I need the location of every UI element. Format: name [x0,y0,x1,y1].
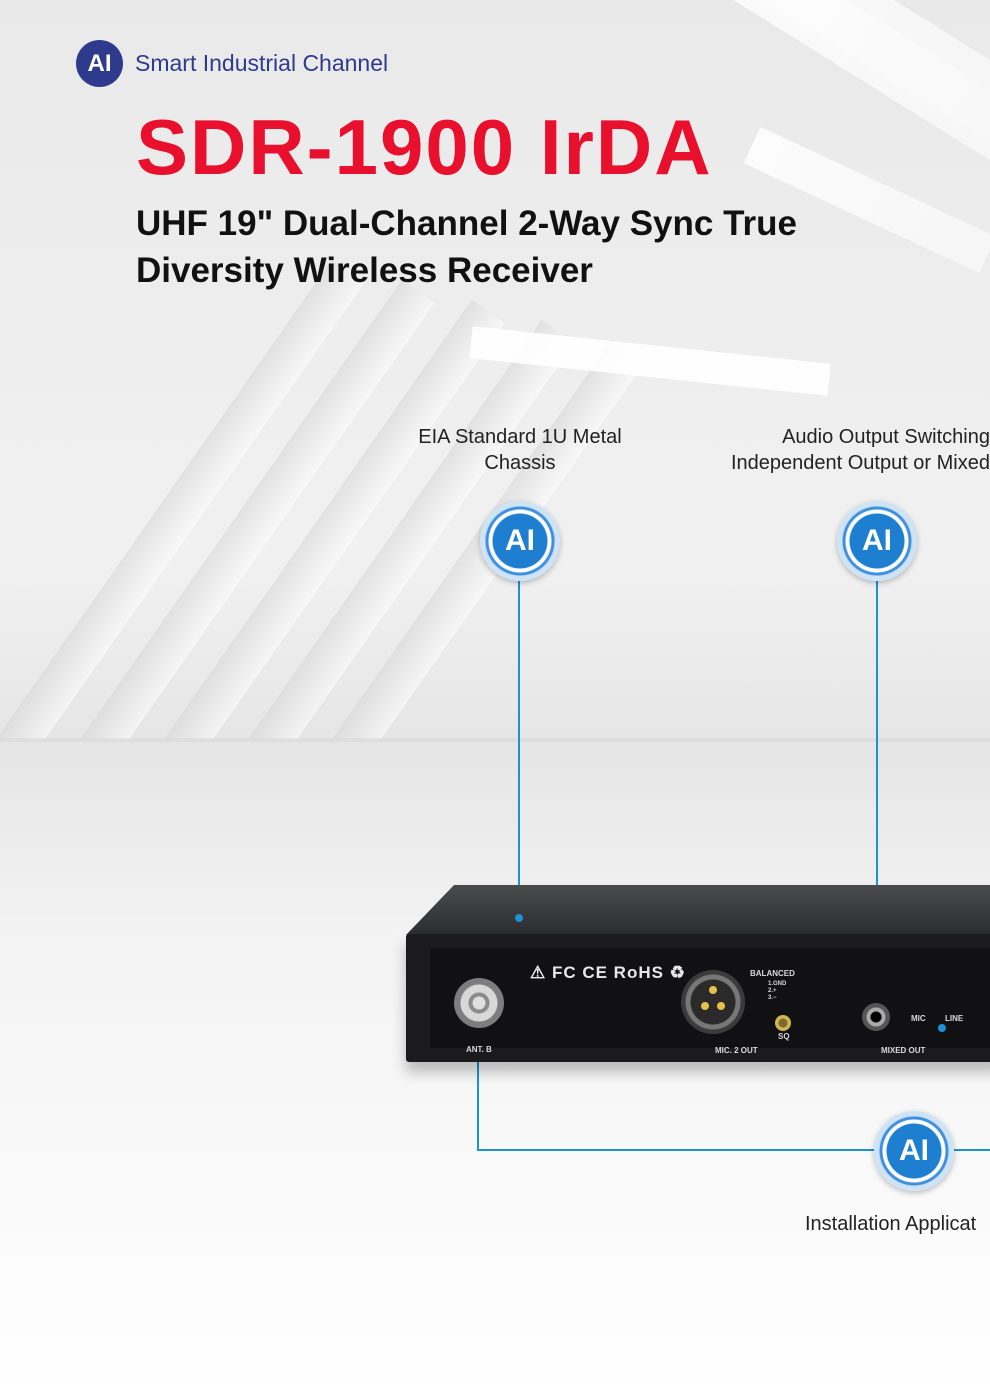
floor [0,740,990,1400]
product-subtitle: UHF 19" Dual-Channel 2-Way Sync True Div… [136,204,798,290]
product-title: SDR-1900 IrDA [136,103,713,191]
callout-anchor-dot [938,1024,946,1032]
brand-header: AI Smart Industrial Channel [76,40,388,87]
callout-label-audio-output: Audio Output Switching Independent Outpu… [680,424,990,476]
xlr-pin [709,986,717,994]
callout-anchor-dot [515,914,523,922]
mic2-out-label: MIC. 2 OUT [715,1046,758,1055]
pinout-label: 2.+ [768,988,777,994]
balanced-label: BALANCED [750,969,795,978]
callout-label-line: Independent Output or Mixed [730,452,990,474]
line-label: LINE [945,1014,964,1023]
xlr-output-connector [681,970,745,1034]
horizon [0,738,990,742]
callout-label-line: Installation Applicat [805,1213,977,1235]
ai-callout-badge-installation: AI [874,1111,954,1191]
squelch-knob [775,1015,791,1031]
bnc-antenna-connector [454,978,504,1028]
sq-label: SQ [778,1032,790,1041]
xlr-pin [717,1002,725,1010]
mixed-out-jack [862,1003,890,1031]
mic-label: MIC [911,1014,926,1023]
callout-label-chassis: EIA Standard 1U Metal Chassis [400,424,640,476]
xlr-pin [701,1002,709,1010]
callout-label-line: EIA Standard 1U Metal [418,426,622,448]
receiver-top-cover [406,885,990,935]
mixed-out-label: MIXED OUT [881,1046,926,1055]
pinout-label: 3.− [768,995,777,1001]
pinout-label: 1.GND [768,981,787,987]
callout-label-line: Audio Output Switching [782,426,990,448]
ant-label: ANT. B [466,1045,492,1054]
ai-logo-icon: AI [76,40,123,87]
callout-label-line: Chassis [484,452,556,474]
certification-marks: ⚠ FC CE RoHS ♻ [530,963,686,982]
callout-label-installation: Installation Applicat [805,1211,976,1237]
ai-callout-badge-audio-output: AI [837,501,917,581]
channel-name: Smart Industrial Channel [135,50,389,76]
ai-callout-badge-chassis: AI [480,501,560,581]
